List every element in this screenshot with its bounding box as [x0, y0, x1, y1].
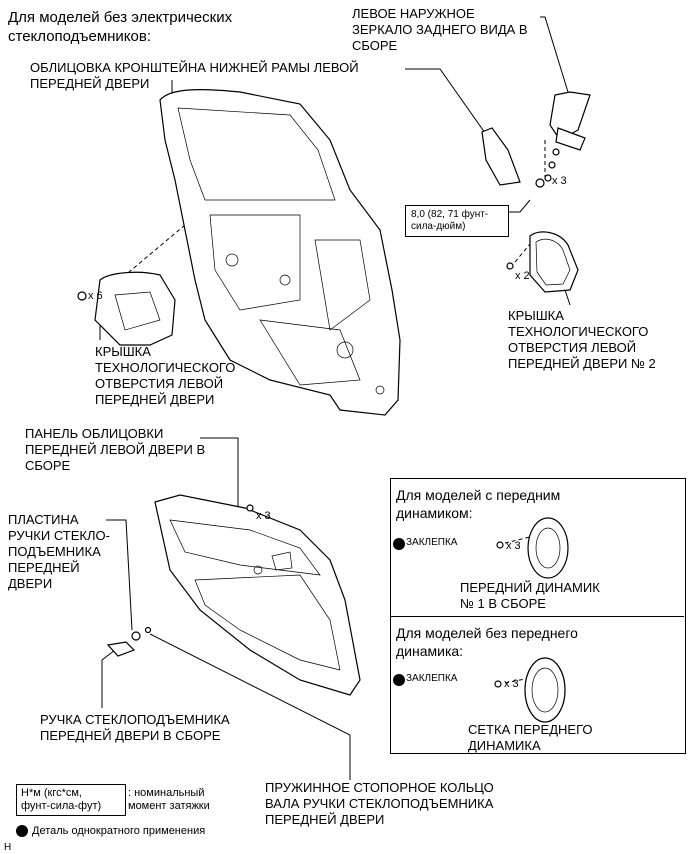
label-front-speaker: ПЕРЕДНИЙ ДИНАМИК № 1 В СБОРЕ [460, 580, 600, 611]
label-regulator-handle: РУЧКА СТЕКЛОПОДЪЕМНИКА ПЕРЕДНЕЙ ДВЕРИ В … [40, 712, 230, 743]
single-use-marker-1 [393, 538, 405, 550]
label-left-mirror: ЛЕВОЕ НАРУЖНОЕ ЗЕРКАЛО ЗАДНЕГО ВИДА В СБ… [352, 6, 528, 53]
speaker-box-2-title: Для моделей без переднего динамика: [396, 625, 578, 659]
legend-single-use-text: Деталь однократного применения [32, 825, 206, 837]
label-service-hole-cover: КРЫШКА ТЕХНОЛОГИЧЕСКОГО ОТВЕРСТИЯ ЛЕВОЙ … [95, 344, 236, 407]
speaker-1 [496, 517, 569, 579]
legend-unit-text: Н*м (кгс*см, фунт-сила-фут) [21, 787, 102, 812]
label-door-trim-panel: ПАНЕЛЬ ОБЛИЦОВКИ ПЕРЕДНЕЙ ЛЕВОЙ ДВЕРИ В … [25, 426, 206, 473]
leader-lines [99, 16, 571, 780]
torque-spec-box: 8,0 (82, 71 фунт- сила-дюйм) [405, 205, 509, 237]
label-speaker-grille: СЕТКА ПЕРЕДНЕГО ДИНАМИКА [468, 722, 593, 753]
legend-unit-description: : номинальный момент затяжки [128, 787, 210, 812]
door-trim-panel [154, 494, 361, 696]
fastener-count-speaker: x 3 [506, 540, 521, 552]
regulator-handle-parts [106, 626, 152, 657]
legend-unit-box: Н*м (кгс*см, фунт-сила-фут) [16, 784, 126, 816]
label-frame-bracket-cover: ОБЛИЦОВКА КРОНШТЕЙНА НИЖНЕЙ РАМЫ ЛЕВОЙ П… [30, 60, 359, 91]
speaker-box-1-title: Для моделей с передним динамиком: [396, 487, 561, 521]
label-snap-ring: ПРУЖИННОЕ СТОПОРНОЕ КОЛЬЦО ВАЛА РУЧКИ СТ… [265, 780, 494, 827]
speaker-box-divider [390, 616, 684, 617]
rivet-label-2: ЗАКЛЕПКА [406, 673, 458, 684]
label-regulator-handle-plate: ПЛАСТИНА РУЧКИ СТЕКЛО- ПОДЪЕМНИКА ПЕРЕДН… [8, 512, 110, 591]
service-hole-cover [77, 271, 176, 346]
speaker-grille [494, 657, 566, 723]
fastener-count-cover-2: x 2 [515, 270, 530, 282]
fastener-count-cover: x 6 [88, 290, 103, 302]
corner-mark: H [4, 842, 12, 853]
torque-value: 8,0 (82, 71 фунт- сила-дюйм) [411, 209, 489, 232]
condition-header: Для моделей без электрических стеклоподъ… [8, 9, 233, 45]
rivet-label-1: ЗАКЛЕПКА [406, 537, 458, 548]
frame-bracket-cover [481, 127, 521, 186]
label-service-hole-cover-2: КРЫШКА ТЕХНОЛОГИЧЕСКОГО ОТВЕРСТИЯ ЛЕВОЙ … [508, 308, 656, 371]
single-use-marker-2 [393, 674, 405, 686]
door-frame [159, 89, 401, 416]
fastener-count-grille: x 3 [504, 678, 519, 690]
fastener-count-trim: x 3 [256, 510, 271, 522]
fastener-count-mirror: x 3 [552, 175, 567, 187]
outer-mirror [535, 91, 591, 188]
service-hole-cover-2 [506, 231, 579, 293]
legend-single-use-dot [16, 825, 28, 837]
